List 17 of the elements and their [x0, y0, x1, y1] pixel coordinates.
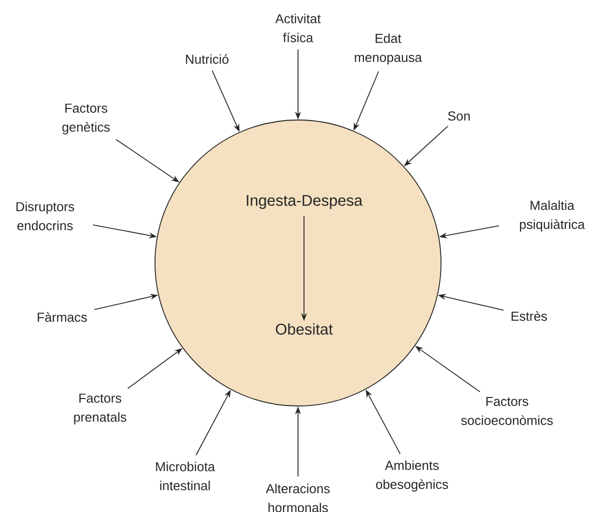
circle-shape [154, 120, 442, 406]
factor-label: Edat menopausa [354, 33, 422, 65]
factor-label: Factors prenatals [74, 394, 126, 424]
circle-label: Obesitat [276, 323, 333, 335]
factor-label: Microbiota intestinal [156, 462, 215, 490]
factor-label: Factors socioeconòmics [461, 396, 553, 426]
circle-label: Ingesta-Despesa [246, 195, 363, 209]
factor-label: Fàrmacs [38, 312, 87, 322]
factor-label: Disruptors endocrins [16, 202, 74, 230]
factor-label: Estrès [512, 311, 547, 321]
factor-label: Malaltia psiquiàtrica [520, 200, 585, 232]
factor-label: Alteracions hormonals [266, 484, 330, 512]
factor-label: Activitat física [275, 14, 321, 42]
factor-label: Ambients obesogènics [376, 460, 448, 492]
factor-label: Son [448, 111, 470, 121]
factor-label: Factors genètics [62, 104, 110, 134]
factor-label: Nutrició [186, 54, 228, 64]
